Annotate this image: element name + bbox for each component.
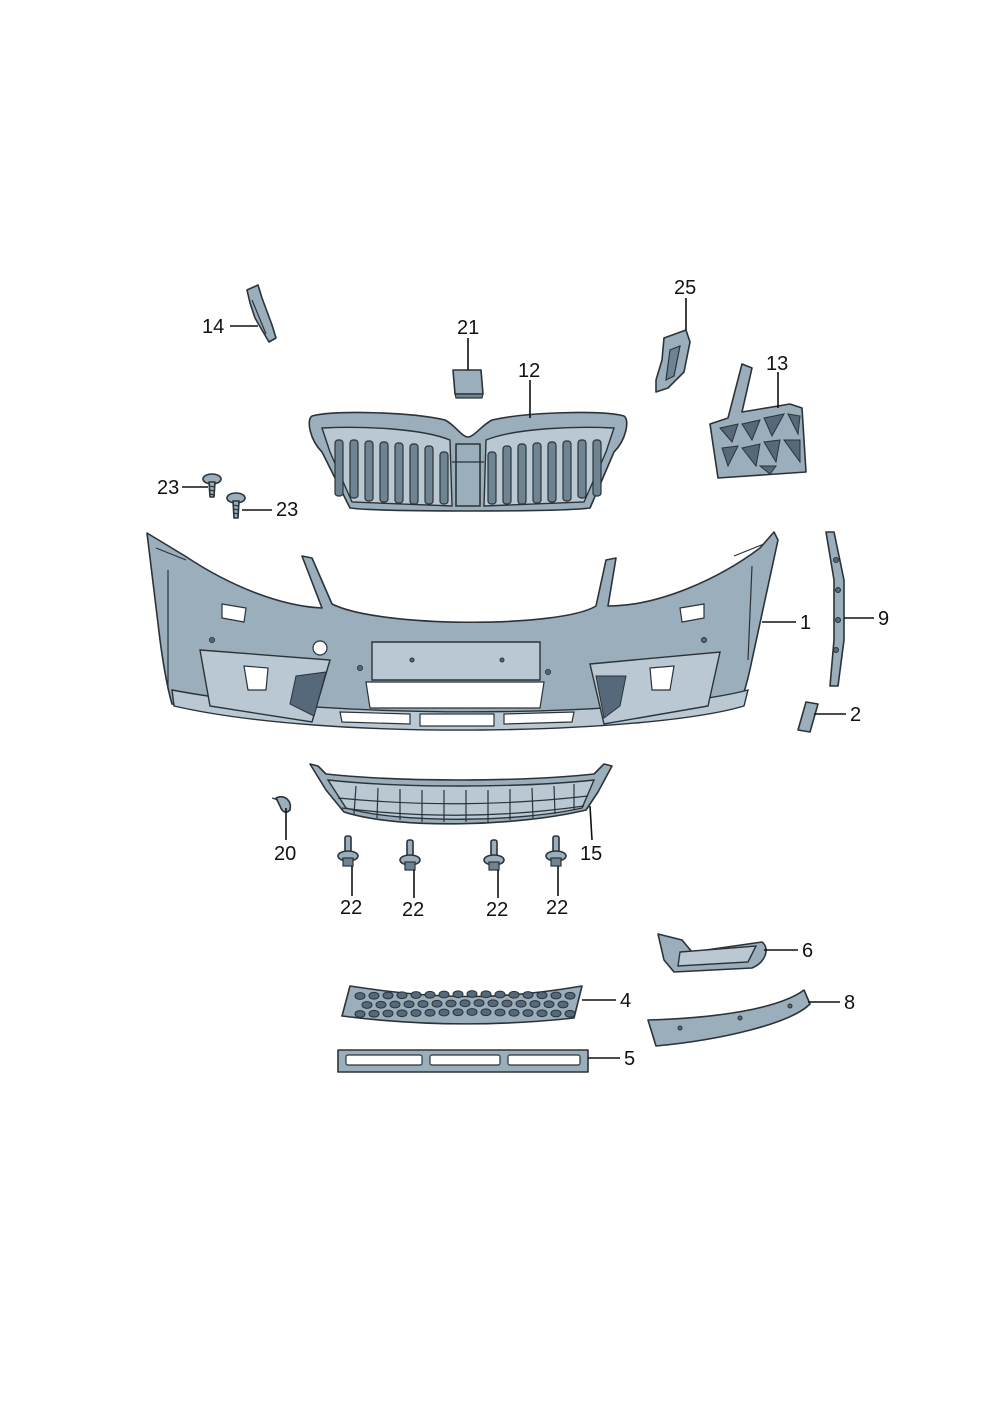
callout-9: 9 (878, 608, 889, 630)
callout-12: 12 (518, 360, 540, 382)
part-4-honeycomb-grille (341, 985, 583, 1025)
part-9-side-strip (825, 531, 845, 687)
callout-22c: 22 (486, 899, 508, 921)
honeycomb-cell (480, 1008, 492, 1017)
honeycomb-cells (354, 990, 576, 1018)
part-12-grille (308, 411, 628, 512)
leader-15 (589, 805, 593, 841)
callout-23b: 23 (276, 499, 298, 521)
honeycomb-cell (438, 1008, 450, 1017)
honeycomb-cell (501, 999, 513, 1008)
honeycomb-cell (515, 999, 527, 1008)
honeycomb-cell (508, 990, 520, 999)
grille-slats-right (487, 439, 602, 505)
honeycomb-cell (382, 1009, 394, 1018)
callout-labels: 14 21 12 25 13 23 23 1 9 2 15 20 22 22 2… (157, 277, 889, 1070)
part-22-bolt-a (337, 835, 359, 867)
honeycomb-cell (522, 991, 534, 999)
part-20-plug (271, 795, 292, 813)
honeycomb-cell (396, 1009, 408, 1018)
honeycomb-cell (403, 1000, 415, 1009)
part-22-bolt-c (483, 839, 505, 871)
honeycomb-cell (550, 1009, 562, 1018)
leader-lines (182, 298, 874, 1059)
part-25-bracket (655, 329, 691, 393)
honeycomb-cell (438, 990, 450, 999)
honeycomb-cell (466, 990, 478, 998)
part-13-guide-bracket (709, 363, 807, 479)
callout-14: 14 (202, 316, 224, 338)
honeycomb-cell (522, 1009, 534, 1017)
part-8-lower-trim (647, 989, 811, 1047)
honeycomb-cell (396, 991, 408, 1000)
honeycomb-cell (424, 990, 436, 999)
callout-21: 21 (457, 317, 479, 339)
callout-15: 15 (580, 843, 602, 865)
honeycomb-cell (375, 1000, 387, 1009)
part-14-bracket (246, 284, 277, 343)
part-23-screw-a (202, 473, 222, 498)
honeycomb-cell (529, 1000, 541, 1008)
honeycomb-cell (564, 1009, 576, 1018)
grille-slats-left (334, 439, 449, 505)
callout-8: 8 (844, 992, 855, 1014)
honeycomb-cell (543, 1000, 555, 1009)
part-22-bolt-d (545, 835, 567, 867)
callout-23a: 23 (157, 477, 179, 499)
callout-22b: 22 (402, 899, 424, 921)
honeycomb-cell (473, 999, 485, 1007)
honeycomb-cell (452, 990, 464, 999)
honeycomb-cell (494, 990, 506, 999)
honeycomb-cell (557, 1000, 569, 1009)
callout-22d: 22 (546, 897, 568, 919)
spoiler-ribs (337, 784, 589, 822)
honeycomb-cell (361, 1001, 373, 1009)
callout-1: 1 (800, 612, 811, 634)
honeycomb-cell (466, 1008, 478, 1016)
part-6-fog-lamp-trim (657, 933, 767, 973)
honeycomb-cell (382, 991, 394, 1000)
honeycomb-cell (536, 991, 548, 1000)
honeycomb-cell (417, 1000, 429, 1008)
honeycomb-cell (487, 999, 499, 1008)
honeycomb-cell (368, 991, 380, 1000)
honeycomb-cell (368, 1009, 380, 1018)
callout-6: 6 (802, 940, 813, 962)
honeycomb-cell (480, 990, 492, 999)
part-22-bolt-b (399, 839, 421, 871)
callout-20: 20 (274, 843, 296, 865)
callout-2: 2 (850, 704, 861, 726)
honeycomb-cell (354, 1010, 366, 1018)
honeycomb-cell (459, 999, 471, 1008)
callout-25: 25 (674, 277, 696, 299)
honeycomb-cell (431, 999, 443, 1008)
honeycomb-cell (445, 999, 457, 1008)
honeycomb-cell (452, 1008, 464, 1017)
part-23-screw-b (226, 492, 246, 519)
honeycomb-cell (389, 1000, 401, 1009)
part-2-cap (797, 701, 819, 733)
honeycomb-cell (494, 1008, 506, 1017)
part-15-lower-spoiler (309, 763, 613, 825)
honeycomb-cell (536, 1009, 548, 1018)
honeycomb-cell (410, 1009, 422, 1017)
bracket-lattice (719, 413, 801, 475)
honeycomb-cell (424, 1008, 436, 1017)
callout-13: 13 (766, 353, 788, 375)
honeycomb-cell (508, 1008, 520, 1017)
callout-4: 4 (620, 990, 631, 1012)
part-1-bumper-cover (146, 531, 779, 731)
honeycomb-cell (564, 991, 576, 1000)
honeycomb-cell (354, 992, 366, 1000)
callout-5: 5 (624, 1048, 635, 1070)
honeycomb-cell (550, 991, 562, 1000)
part-21-emblem (452, 369, 484, 399)
honeycomb-cell (410, 991, 422, 999)
callout-22a: 22 (340, 897, 362, 919)
part-5-lower-strip (337, 1049, 589, 1073)
